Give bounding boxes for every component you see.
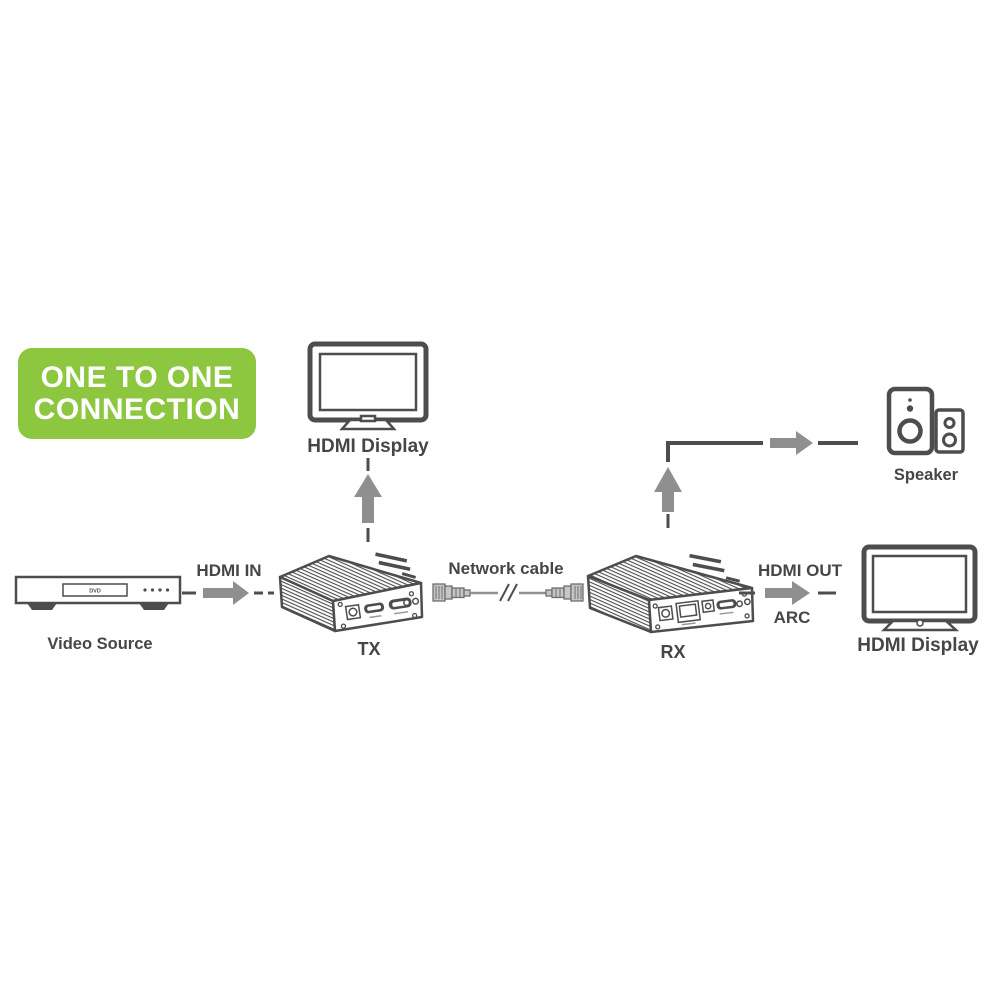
tx-vent-slots xyxy=(375,552,411,571)
tx-ir-jack-1 xyxy=(403,599,411,607)
rx-vent-slots xyxy=(689,553,725,573)
speaker-icon xyxy=(886,386,965,456)
hdmi-in-arrow xyxy=(182,581,274,605)
hdmi-out-arrow xyxy=(739,581,836,605)
video-source-icon: DVD xyxy=(14,575,182,610)
tx-label: TX xyxy=(357,639,381,659)
hdmi-in-label: HDMI IN xyxy=(196,561,262,580)
tx-to-display-arrow xyxy=(354,458,382,542)
hdmi-display-top-icon xyxy=(307,341,429,431)
network-cable-label: Network cable xyxy=(448,559,564,578)
network-cable-icon xyxy=(432,583,584,602)
hdmi-display-top-label: HDMI Display xyxy=(307,436,429,457)
rx-front-panel xyxy=(652,591,751,630)
rx-audio-jack-1 xyxy=(736,600,744,608)
dvd-disc-label: DVD xyxy=(89,589,101,595)
rx-to-speaker-arrow xyxy=(654,431,858,528)
video-source-label: Video Source xyxy=(47,635,153,653)
tx-ir-jack-2 xyxy=(412,597,420,605)
rx-device-icon xyxy=(586,553,755,634)
one-to-one-connection-badge: ONE TO ONE CONNECTION xyxy=(18,348,256,439)
hdmi-display-right-label: HDMI Display xyxy=(857,635,979,656)
badge-line2: CONNECTION xyxy=(33,392,241,426)
tx-device-icon xyxy=(278,552,424,633)
badge-line1: ONE TO ONE xyxy=(40,360,234,394)
speaker-label: Speaker xyxy=(893,466,959,484)
arc-label: ARC xyxy=(773,608,811,627)
tx-front-panel xyxy=(337,591,420,629)
hdmi-display-right-icon xyxy=(861,544,978,632)
hdmi-out-label: HDMI OUT xyxy=(757,561,843,580)
rx-audio-jack-2 xyxy=(743,598,751,606)
rx-label: RX xyxy=(660,642,686,662)
